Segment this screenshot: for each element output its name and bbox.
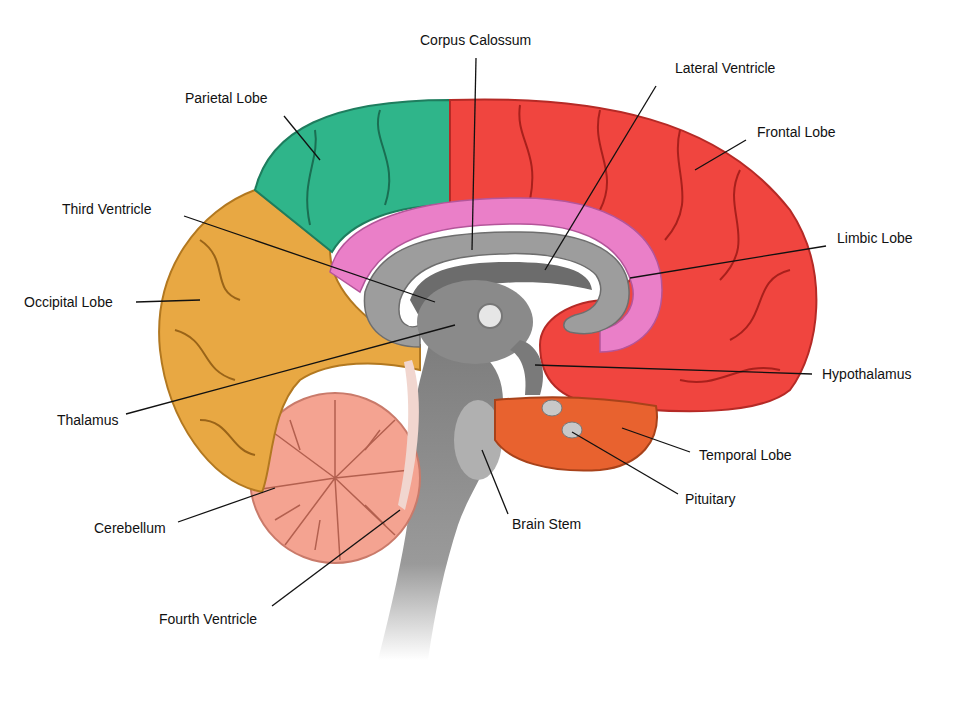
part-label: Thalamus [55,412,120,428]
part-label: Pituitary [683,491,738,507]
leader-lines [126,58,826,606]
part-label: Hypothalamus [820,366,914,382]
hypothalamus-shape [510,340,543,395]
part-label: Corpus Calossum [418,32,533,48]
cerebellum-folds [255,400,410,560]
part-label: Parietal Lobe [183,90,270,106]
part-label: Lateral Ventricle [673,60,777,76]
part-label: Cerebellum [92,520,168,536]
thalamus-shape [478,304,502,328]
part-label: Frontal Lobe [755,124,838,140]
part-label: Temporal Lobe [697,447,794,463]
part-label: Third Ventricle [60,201,153,217]
part-label: Brain Stem [510,516,583,532]
fourth-ventricle-shape [398,360,419,510]
pituitary-shape [542,400,562,416]
gyri-lines-parietal [307,110,389,225]
gyri-lines-occipital [175,240,255,455]
part-label: Limbic Lobe [835,230,915,246]
part-label: Fourth Ventricle [157,611,259,627]
part-label: Occipital Lobe [22,294,115,310]
